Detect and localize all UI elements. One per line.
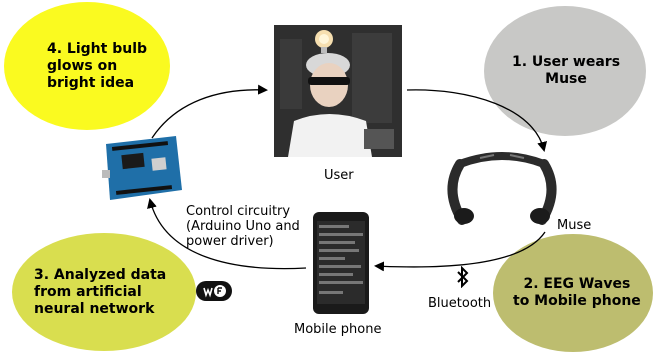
- user-photo: [274, 25, 402, 157]
- muse-label: Muse: [557, 218, 592, 233]
- mobile-phone-label: Mobile phone: [294, 322, 382, 337]
- wifi-logo-icon: [196, 281, 232, 301]
- step-2-bubble: 2. EEG Waves to Mobile phone: [493, 234, 653, 352]
- muse-headband-icon: [447, 152, 557, 225]
- arrow-to-muse: [406, 89, 547, 152]
- smartphone-icon: [313, 212, 369, 314]
- step-1-text: 1. User wears Muse: [512, 54, 621, 87]
- arduino-board-icon: [102, 136, 182, 200]
- bluetooth-label: Bluetooth: [428, 296, 492, 311]
- step-3-text: 3. Analyzed data from artificial neural …: [34, 266, 167, 317]
- bluetooth-icon: [457, 266, 469, 288]
- person-with-light-bulb-icon: [274, 25, 402, 157]
- arrow-to-phone: [374, 231, 546, 272]
- step-4-bubble: 4. Light bulb glows on bright idea: [4, 2, 170, 130]
- user-label: User: [324, 168, 354, 183]
- control-circuitry-label: Control circuitry (Arduino Uno and power…: [186, 204, 300, 249]
- step-3-bubble: 3. Analyzed data from artificial neural …: [12, 233, 196, 351]
- arrow-to-user: [151, 84, 268, 139]
- step-2-text: 2. EEG Waves to Mobile phone: [513, 276, 641, 309]
- arrow-to-arduino: [147, 198, 307, 270]
- phone-screen: [317, 221, 365, 304]
- step-4-text: 4. Light bulb glows on bright idea: [47, 40, 148, 91]
- step-1-bubble: 1. User wears Muse: [484, 6, 646, 136]
